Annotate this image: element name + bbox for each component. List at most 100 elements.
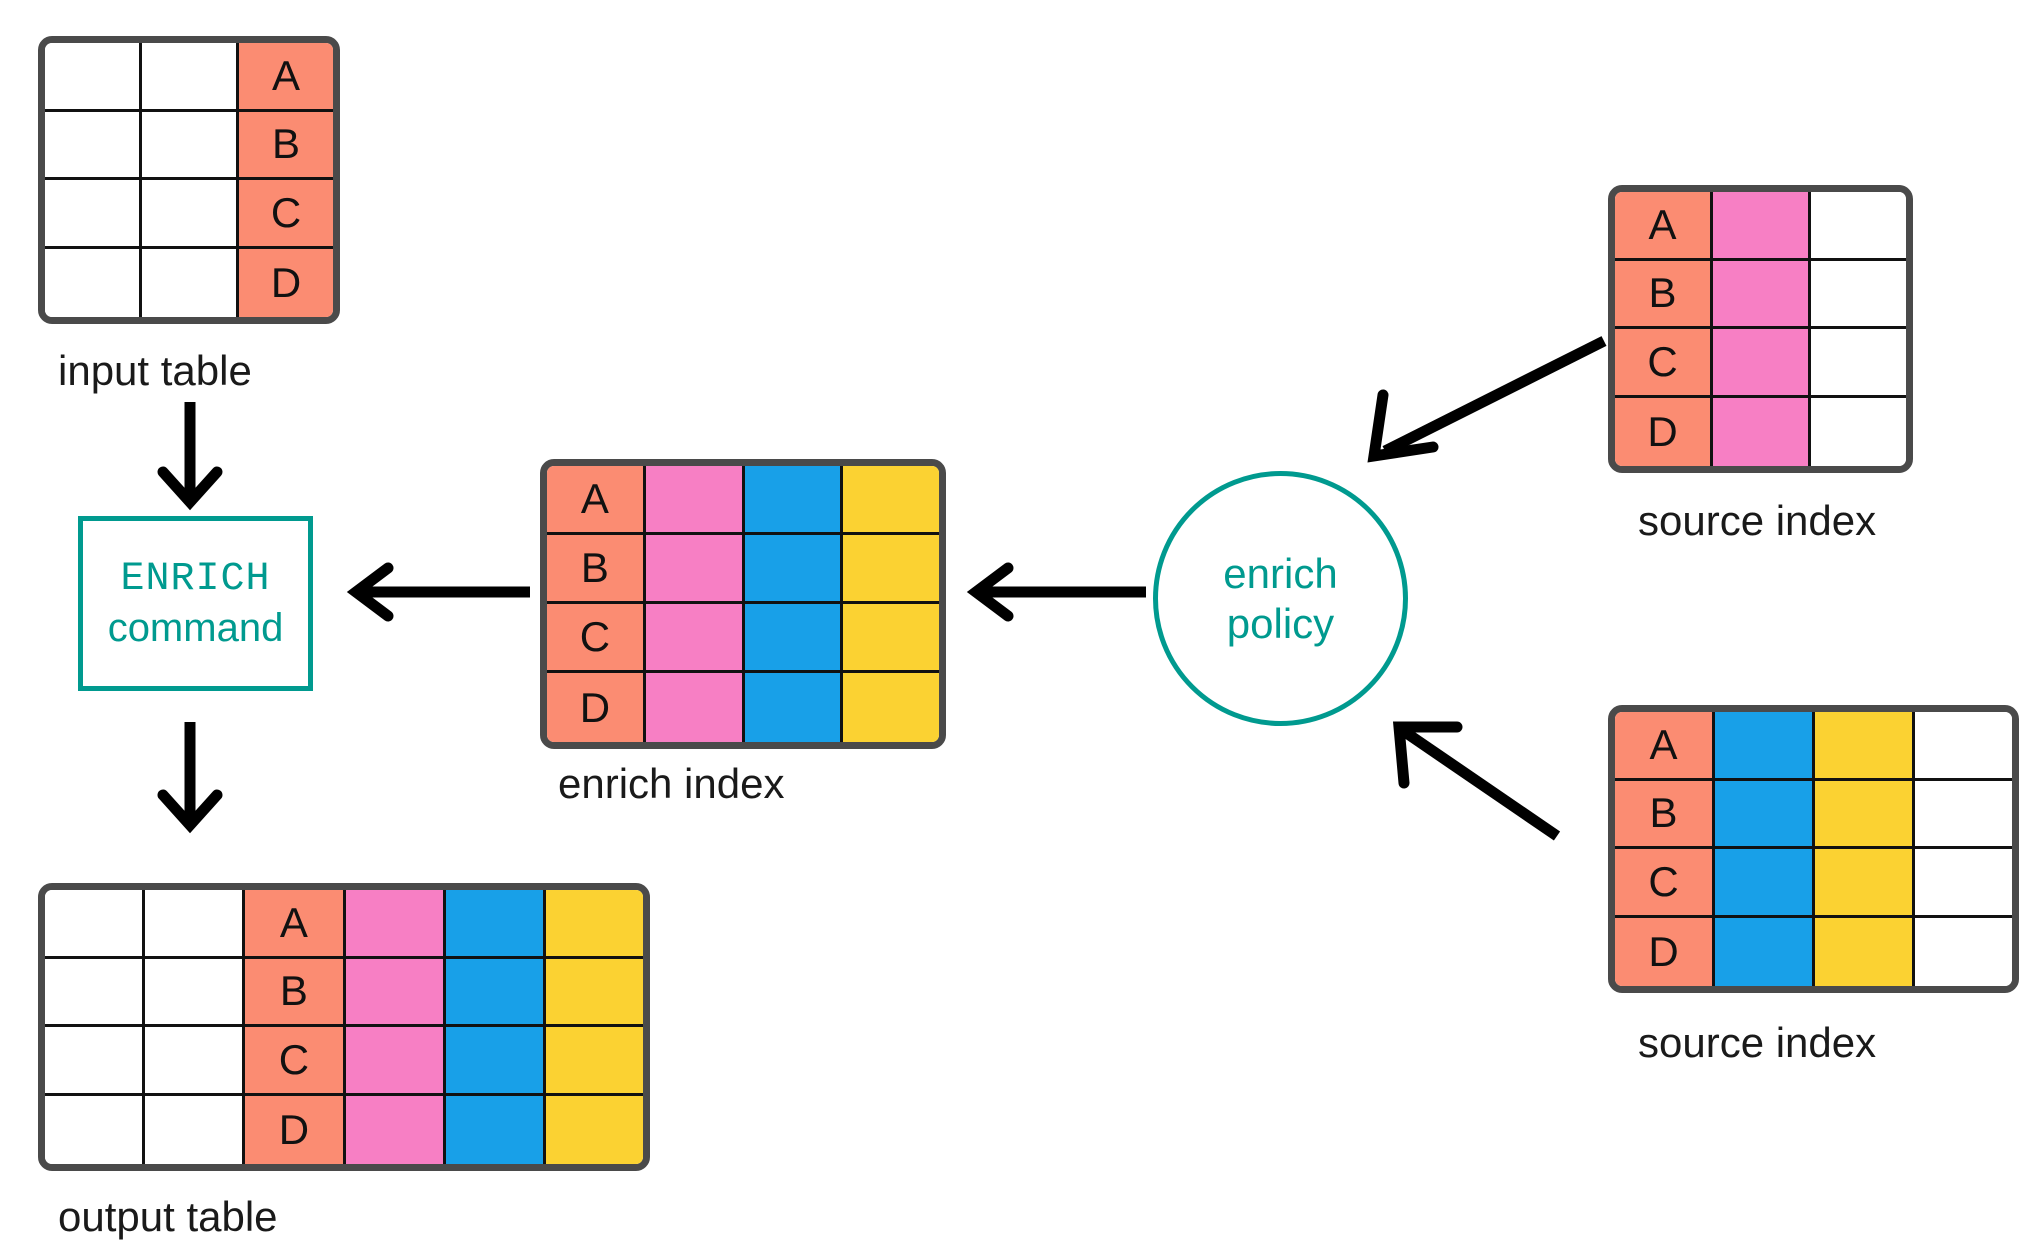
table-row: D: [1615, 397, 1906, 466]
table-cell: [345, 890, 446, 959]
table-cell: [1915, 712, 2012, 781]
table-cell: [345, 1027, 446, 1096]
table-cell: [1715, 917, 1815, 986]
table-cell: [142, 180, 239, 249]
table-cell: [1811, 329, 1906, 398]
table-cell: [843, 466, 939, 535]
table-cell: [145, 958, 246, 1027]
enrich-command-word: command: [107, 605, 284, 650]
table-row: C: [45, 180, 333, 249]
table-cell-key: A: [245, 890, 346, 959]
table-cell: [1915, 917, 2012, 986]
table-row: C: [1615, 329, 1906, 398]
table-cell-key: A: [1615, 712, 1715, 781]
table-cell: [1815, 780, 1915, 849]
table-row: B: [1615, 780, 2012, 849]
output-table-caption: output table: [58, 1193, 278, 1240]
table-cell: [744, 673, 844, 742]
table-cell: [1715, 849, 1815, 918]
table-cell: [145, 1027, 246, 1096]
table-cell-key: C: [547, 604, 646, 673]
table-cell: [1815, 849, 1915, 918]
table-cell: [445, 890, 546, 959]
table-row: B: [45, 111, 333, 180]
table-cell-key: C: [1615, 849, 1715, 918]
table-row: A: [547, 466, 939, 535]
enrich-policy-line1: enrich: [1223, 549, 1338, 597]
table-row: B: [1615, 260, 1906, 329]
table-row: A: [45, 43, 333, 112]
table-cell: [545, 1095, 643, 1164]
table-cell: [45, 1095, 146, 1164]
table-cell-key: A: [547, 466, 646, 535]
table-cell: [744, 604, 844, 673]
table-cell: [545, 890, 643, 959]
source-index-bottom-caption: source index: [1638, 1019, 1877, 1066]
table-cell: [145, 1095, 246, 1164]
enrich-command-box[interactable]: ENRICH command: [78, 516, 313, 691]
table-row: C: [45, 1027, 643, 1096]
enrich-index-caption: enrich index: [558, 760, 785, 807]
table-cell: [843, 604, 939, 673]
arrow-source-index-bottom-to-enrich-policy: [1392, 721, 1561, 841]
table-row: D: [45, 1095, 643, 1164]
table-cell: [1915, 780, 2012, 849]
table-cell: [345, 1095, 446, 1164]
table-cell: [445, 1095, 546, 1164]
table-row: D: [45, 248, 333, 317]
table-cell: [545, 1027, 643, 1096]
table-cell: [1915, 849, 2012, 918]
table-cell-key: B: [245, 958, 346, 1027]
table-cell: [142, 248, 239, 317]
table-cell: [1815, 712, 1915, 781]
table-cell: [45, 111, 142, 180]
table-cell-key: B: [547, 535, 646, 604]
table-cell-key: C: [239, 180, 333, 249]
table-cell: [45, 248, 142, 317]
table-cell-key: D: [239, 248, 333, 317]
table-cell: [1713, 260, 1811, 329]
table-cell-key: D: [245, 1095, 346, 1164]
table-cell: [545, 958, 643, 1027]
arrow-source-index-top-to-enrich-policy: [1367, 336, 1607, 463]
table-row: D: [1615, 917, 2012, 986]
table-cell: [445, 1027, 546, 1096]
arrow-input-table-to-enrich-command: [157, 402, 223, 511]
table-row: B: [45, 958, 643, 1027]
table-cell: [1715, 780, 1815, 849]
table-cell: [645, 673, 745, 742]
arrow-enrich-index-to-enrich-command: [346, 562, 530, 622]
input-table-caption: input table: [58, 347, 252, 394]
source-index-top-caption: source index: [1638, 497, 1877, 544]
enrich-command-keyword: ENRICH: [120, 556, 271, 602]
enrich-policy-node[interactable]: enrich policy: [1153, 471, 1408, 726]
enrich-policy-line2: policy: [1226, 599, 1335, 647]
table-cell-key: A: [1615, 192, 1713, 261]
table-cell: [744, 466, 844, 535]
table-row: A: [45, 890, 643, 959]
arrow-enrich-policy-to-enrich-index: [966, 562, 1146, 622]
table-cell: [1811, 397, 1906, 466]
table-cell: [1713, 397, 1811, 466]
table-row: A: [1615, 712, 2012, 781]
table-cell: [1713, 192, 1811, 261]
table-cell: [142, 111, 239, 180]
table-cell-key: D: [1615, 397, 1713, 466]
table-cell: [645, 466, 745, 535]
table-row: A: [1615, 192, 1906, 261]
table-cell-key: B: [1615, 780, 1715, 849]
table-cell: [45, 890, 146, 959]
table-cell: [843, 535, 939, 604]
table-cell-key: C: [245, 1027, 346, 1096]
table-row: C: [547, 604, 939, 673]
table-cell-key: D: [547, 673, 646, 742]
table-cell-key: B: [239, 111, 333, 180]
table-cell: [843, 673, 939, 742]
table-cell-key: A: [239, 43, 333, 112]
table-cell: [1713, 329, 1811, 398]
